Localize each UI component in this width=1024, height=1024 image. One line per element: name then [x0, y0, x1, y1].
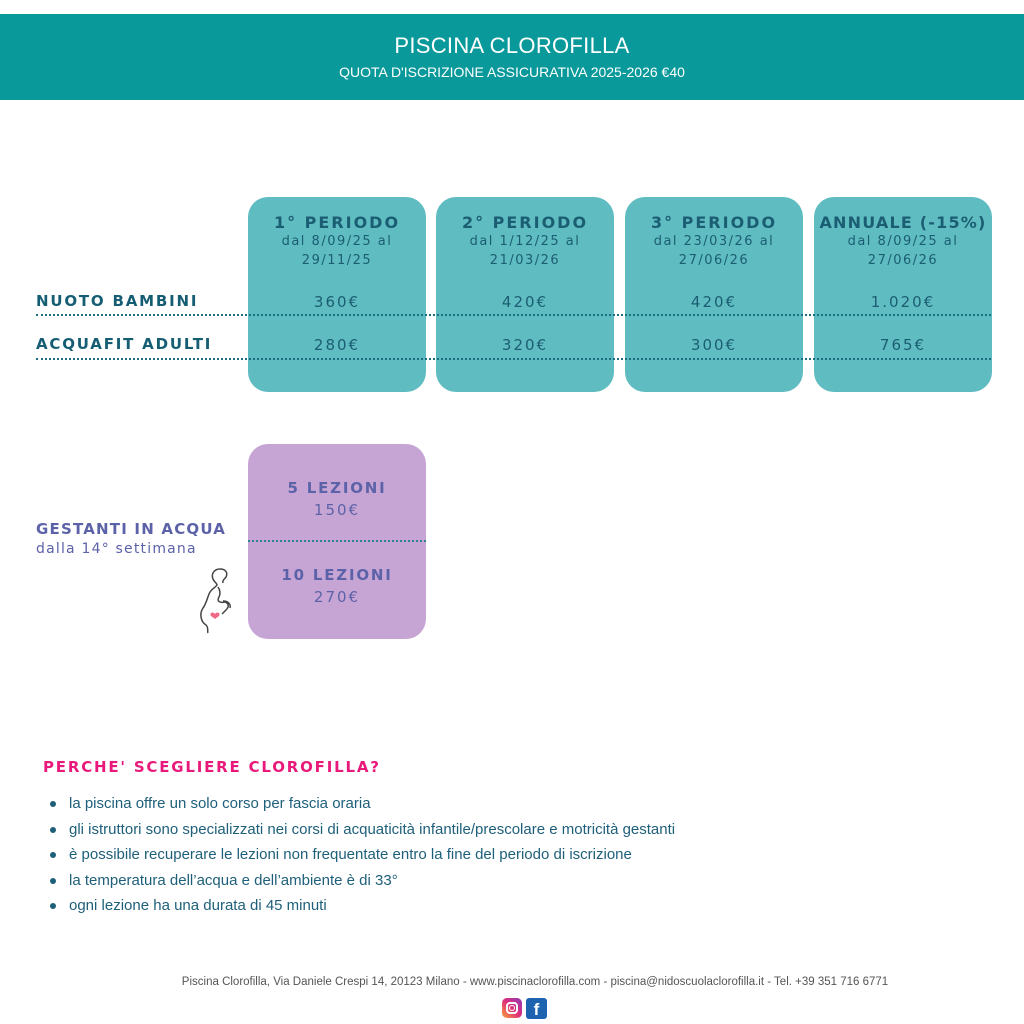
period-to: 29/11/25 — [301, 253, 373, 268]
row-label-nuoto-bambini: NUOTO BAMBINI — [36, 292, 199, 310]
footer-contact: Piscina Clorofilla, Via Daniele Crespi 1… — [181, 976, 889, 988]
gestanti-title: GESTANTI IN ACQUA — [36, 520, 227, 538]
row-label-acquafit-adulti: ACQUAFIT ADULTI — [36, 335, 213, 353]
page-subtitle: QUOTA D'ISCRIZIONE ASSICURATIVA 2025-202… — [339, 64, 685, 80]
period-to: 21/03/26 — [489, 253, 561, 268]
list-item: la piscina offre un solo corso per fasci… — [48, 791, 675, 817]
period-title: 1° PERIODO — [273, 213, 401, 232]
option-label: 10 LEZIONI — [281, 566, 393, 584]
price-nuoto: 420€ — [690, 293, 738, 311]
why-heading: PERCHE' SCEGLIERE CLOROFILLA? — [43, 758, 381, 776]
list-item: ogni lezione ha una durata di 45 minuti — [48, 893, 675, 919]
header-banner: PISCINA CLOROFILLA QUOTA D'ISCRIZIONE AS… — [0, 14, 1024, 100]
option-price: 150€ — [313, 501, 361, 519]
price-acquafit: 320€ — [501, 336, 549, 354]
price-nuoto: 420€ — [501, 293, 549, 311]
gestanti-label: GESTANTI IN ACQUA dalla 14° settimana — [36, 520, 226, 557]
list-item: la temperatura dell’acqua e dell’ambient… — [48, 868, 675, 894]
period-card-1: 1° PERIODO dal 8/09/25 al 29/11/25 360€ … — [248, 197, 426, 392]
list-item: gli istruttori sono specializzati nei co… — [48, 817, 675, 843]
price-nuoto: 360€ — [313, 293, 361, 311]
price-acquafit: 765€ — [879, 336, 927, 354]
period-card-3: 3° PERIODO dal 23/03/26 al 27/06/26 420€… — [625, 197, 803, 392]
row-divider — [36, 358, 991, 360]
row-divider — [36, 314, 991, 316]
pregnant-woman-icon — [200, 568, 231, 634]
list-item: è possibile recuperare le lezioni non fr… — [48, 842, 675, 868]
why-list: la piscina offre un solo corso per fasci… — [48, 791, 675, 919]
facebook-icon[interactable]: f — [526, 998, 547, 1019]
period-title: ANNUALE (-15%) — [819, 213, 987, 232]
period-to: 27/06/26 — [678, 253, 750, 268]
instagram-icon[interactable] — [502, 998, 522, 1018]
period-from: dal 1/12/25 al — [469, 234, 581, 249]
period-card-2: 2° PERIODO dal 1/12/25 al 21/03/26 420€ … — [436, 197, 614, 392]
period-title: 3° PERIODO — [650, 213, 778, 232]
option-label: 5 LEZIONI — [287, 479, 387, 497]
price-acquafit: 280€ — [313, 336, 361, 354]
gestanti-divider — [248, 540, 426, 542]
period-to: 27/06/26 — [867, 253, 939, 268]
period-from: dal 8/09/25 al — [281, 234, 393, 249]
page-title: PISCINA CLOROFILLA — [394, 33, 630, 58]
period-from: dal 23/03/26 al — [653, 234, 775, 249]
gestanti-subtitle: dalla 14° settimana — [36, 541, 197, 557]
option-price: 270€ — [313, 588, 361, 606]
period-from: dal 8/09/25 al — [847, 234, 959, 249]
period-card-annual: ANNUALE (-15%) dal 8/09/25 al 27/06/26 1… — [814, 197, 992, 392]
period-title: 2° PERIODO — [461, 213, 589, 232]
price-acquafit: 300€ — [690, 336, 738, 354]
price-nuoto: 1.020€ — [870, 293, 936, 311]
